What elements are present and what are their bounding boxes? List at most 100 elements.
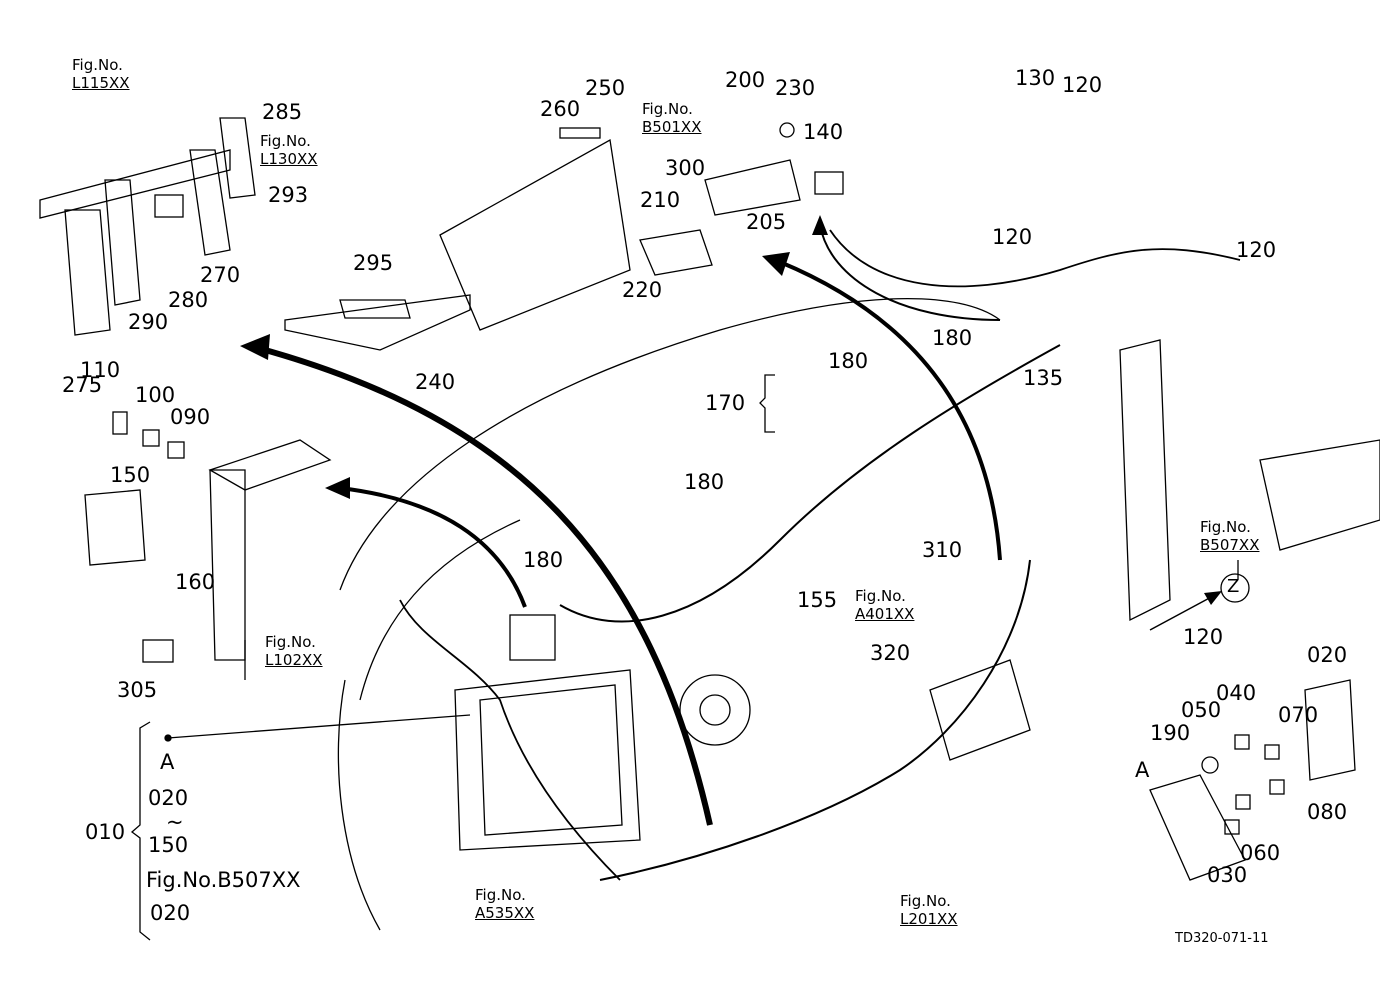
brace-170 [759,374,775,433]
callout-180-b: 180 [828,349,869,373]
fuse-080 [1269,779,1285,795]
fuse-040 [1234,734,1250,750]
leader-kit-top [167,714,471,739]
bracket-l102 [209,469,246,661]
fuse-070 [1264,744,1280,760]
callout-z: Z [1227,576,1240,597]
kit-extra: 020 [150,901,191,925]
callout-150: 150 [110,463,151,487]
harness-upper [829,229,1241,288]
callout-205: 205 [746,210,787,234]
alternator [679,674,751,746]
harness-front [399,599,621,881]
hood-outline-lower [359,519,521,701]
brace-010 [130,721,151,941]
callout-a-kit: A [160,750,175,774]
callout-155: 155 [797,588,838,612]
bracket-strap-3 [189,149,231,256]
callout-080: 080 [1307,800,1348,824]
frame-right [1119,339,1171,622]
callout-050: 050 [1181,698,1222,722]
kit-ref: Fig.No.B507XX [146,868,301,892]
callout-135: 135 [1023,366,1064,390]
callout-320: 320 [870,641,911,665]
flow-arrow-left-head [240,334,270,360]
callout-190: 190 [1150,721,1191,745]
bracket-strap-4 [219,117,256,199]
harness-lower [599,559,1031,881]
callout-090: 090 [170,405,211,429]
callout-305: 305 [117,678,158,702]
cover-020 [1304,679,1356,781]
plate-240 [439,138,631,331]
callout-170: 170 [705,391,746,415]
hood-outline [339,298,1001,591]
flow-arrow-top-head [812,215,828,235]
callout-293: 293 [268,183,309,207]
bracket-l102-top [208,439,332,491]
fig-ref-l201xx: Fig.No.L201XX [900,892,958,928]
callout-280: 280 [168,288,209,312]
flow-arrow-top [819,224,1001,321]
relay-140 [814,171,844,195]
floor-right [1259,439,1380,551]
kit-tilde: ~ [166,810,184,834]
callout-250: 250 [585,76,626,100]
solenoid-205 [704,159,801,216]
fig-ref-l102xx: Fig.No.L102XX [265,633,323,669]
fuse-060 [1235,794,1251,810]
callout-110: 110 [80,358,121,382]
fuse-box-a [1149,774,1246,881]
callout-210: 210 [640,188,681,212]
callout-040: 040 [1216,681,1257,705]
bracket-240 [284,294,471,351]
callout-a-box: A [1135,758,1150,782]
kit-to: 150 [148,833,189,857]
callout-270: 270 [200,263,241,287]
relay-150 [84,489,146,566]
label-305 [142,639,174,663]
callout-220: 220 [622,278,663,302]
pin-260 [559,127,601,139]
callout-260: 260 [540,97,581,121]
callout-310: 310 [922,538,963,562]
callout-100: 100 [135,383,176,407]
callout-200: 200 [725,68,766,92]
bolt-190 [1201,756,1219,774]
fig-ref-b501xx: Fig.No.B501XX [642,100,702,136]
harness-main [559,344,1061,623]
callout-290: 290 [128,310,169,334]
callout-020: 020 [1307,643,1348,667]
callout-120-a: 120 [1062,73,1103,97]
hood-front [337,679,381,931]
drawing-id: TD320-071-11 [1175,931,1269,946]
callout-060: 060 [1240,841,1281,865]
flow-arrow-z [1149,594,1216,631]
fig-ref-a401xx: Fig.No.A401XX [855,587,915,623]
fig-ref-l115xx: Fig.No.L115XX [72,56,130,92]
callout-130: 130 [1015,66,1056,90]
bracket-strap-1 [64,209,111,336]
flow-arrow-right-head [762,252,790,276]
callout-180-c: 180 [684,470,725,494]
callout-070: 070 [1278,703,1319,727]
callout-140: 140 [803,120,844,144]
callout-300: 300 [665,156,706,180]
starter-motor [929,659,1031,761]
callout-180-d: 180 [523,548,564,572]
callout-180-a: 180 [932,326,973,350]
flow-arrow-mid [339,486,527,608]
fuse-100 [142,429,160,447]
callout-030: 030 [1207,863,1248,887]
z-circle [1220,573,1250,603]
bracket-block [154,194,184,218]
callout-010: 010 [85,820,126,844]
fuse-030 [1224,819,1240,835]
a-dot [164,734,172,742]
battery [509,614,556,661]
bolt-230 [779,122,795,138]
grille [454,669,641,851]
callout-275: 275 [62,373,103,397]
